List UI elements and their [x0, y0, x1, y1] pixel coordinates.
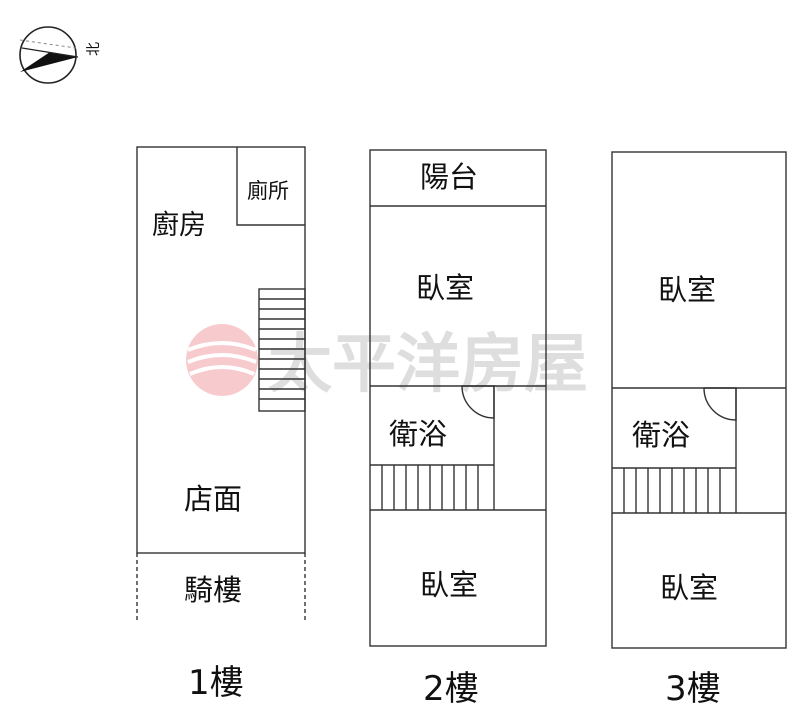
floor-2-label: 2樓 — [423, 669, 479, 709]
room-bedroom-3-top: 臥室 — [658, 273, 716, 307]
floor-2-plan — [369, 149, 547, 647]
compass-icon: 北 — [19, 26, 102, 84]
room-kitchen: 廚房 — [152, 210, 206, 241]
floor-1-label: 1樓 — [188, 663, 244, 703]
compass-label: 北 — [86, 42, 102, 56]
room-toilet: 廁所 — [247, 179, 289, 203]
room-balcony: 陽台 — [420, 160, 478, 194]
room-shop: 店面 — [184, 482, 242, 516]
room-bath-2: 衛浴 — [389, 417, 447, 451]
room-bedroom-2-top: 臥室 — [416, 271, 474, 305]
floor-3-plan — [611, 151, 787, 649]
floor-3-label: 3樓 — [665, 669, 721, 709]
room-bedroom-3-bottom: 臥室 — [660, 571, 718, 605]
watermark-logo-icon — [186, 324, 258, 396]
watermark: 太平洋房屋 — [186, 324, 588, 402]
floor-1-plan — [136, 146, 306, 620]
room-bedroom-2-bottom: 臥室 — [420, 568, 478, 602]
room-arcade: 騎樓 — [184, 573, 242, 607]
room-bath-3: 衛浴 — [632, 418, 690, 452]
watermark-text: 太平洋房屋 — [268, 327, 588, 402]
